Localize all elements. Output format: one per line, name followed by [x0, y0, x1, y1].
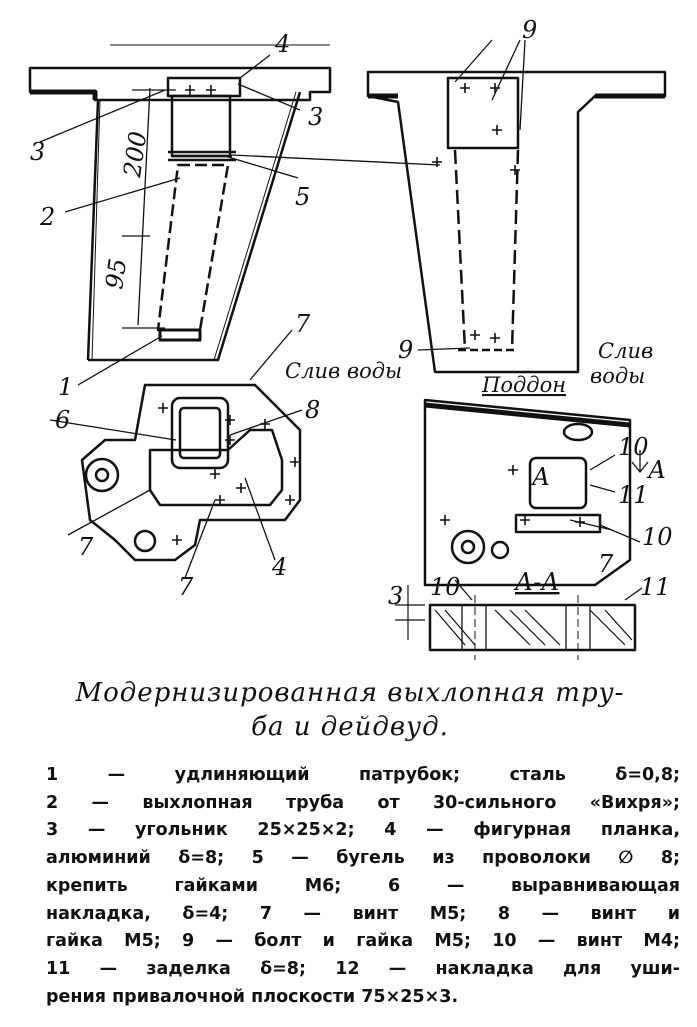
- section-a-a-label: А-А: [513, 568, 559, 596]
- label-4-top: 4: [274, 30, 290, 58]
- legend-line: 3 — угольник 25×25×2; 4 — фигурная планк…: [46, 820, 680, 841]
- dim-95: 95: [100, 257, 132, 291]
- figure-title-line-1: Модернизированная выхлопная тру-: [75, 678, 625, 708]
- label-7-left: 7: [78, 533, 94, 561]
- label-11-section: 11: [640, 573, 671, 601]
- technical-drawing: 3 2 1 4 3 5 9 9 200 95 7 Слив воды 6 8 7…: [28, 16, 673, 660]
- water-drain-label-left: Слив воды: [285, 359, 402, 383]
- label-9-bottom: 9: [398, 336, 413, 364]
- legend-line: алюминий δ=8; 5 — бугель из проволоки ∅ …: [46, 848, 680, 869]
- label-9-top: 9: [522, 16, 537, 44]
- label-3-left: 3: [30, 138, 45, 166]
- label-7-right: 7: [598, 550, 614, 578]
- label-10-top: 10: [618, 433, 649, 461]
- legend-line: 2 — выхлопная труба от 30-сильного «Вихр…: [46, 792, 680, 813]
- label-8: 8: [305, 396, 320, 424]
- label-10-mid: 10: [642, 523, 673, 551]
- figure-title: Модернизированная выхлопная тру- ба и де…: [30, 676, 670, 744]
- label-7-top: 7: [295, 310, 311, 338]
- water-drain-label-right-2: воды: [590, 364, 645, 388]
- legend-line: накладка, δ=4; 7 — винт М5; 8 — винт и: [46, 903, 680, 924]
- exhaust-leg-front-view: [231, 39, 667, 374]
- label-a-arrow: А: [646, 456, 666, 484]
- dim-200: 200: [118, 130, 152, 180]
- label-1: 1: [58, 373, 73, 401]
- screw-marks: [158, 83, 585, 545]
- section-a-a: [395, 579, 643, 660]
- dim-3: 3: [388, 582, 403, 610]
- label-11-top: 11: [618, 481, 649, 509]
- label-7-bottom: 7: [178, 573, 194, 601]
- label-3-right: 3: [308, 103, 323, 131]
- mounting-plate-view: [49, 329, 303, 579]
- legend-line: 1 — удлиняющий патрубок; сталь δ=0,8;: [46, 765, 680, 785]
- legend-line: рения привалочной плоскости 75×25×3.: [46, 986, 459, 1007]
- exhaust-leg-side-view: [28, 44, 332, 386]
- figure-title-line-2: ба и дейдвуд.: [251, 712, 449, 742]
- figure-legend: 1 — удлиняющий патрубок; сталь δ=0,8; 2 …: [46, 762, 680, 1011]
- label-a-inner: А: [530, 463, 550, 491]
- label-10-section: 10: [430, 573, 461, 601]
- legend-line: 11 — заделка δ=8; 12 — накладка для уши-: [46, 958, 680, 979]
- water-drain-label-right-1: Слив: [598, 339, 653, 363]
- label-4-bottom: 4: [271, 553, 287, 581]
- label-6: 6: [55, 406, 70, 434]
- skeg-plate-view: [423, 398, 649, 587]
- label-5: 5: [295, 183, 310, 211]
- pan-label: Поддон: [481, 373, 566, 397]
- legend-line: крепить гайками М6; 6 — выравнивающая: [46, 875, 680, 896]
- label-2: 2: [39, 203, 55, 231]
- legend-line: гайка М5; 9 — болт и гайка М5; 10 — винт…: [46, 931, 680, 952]
